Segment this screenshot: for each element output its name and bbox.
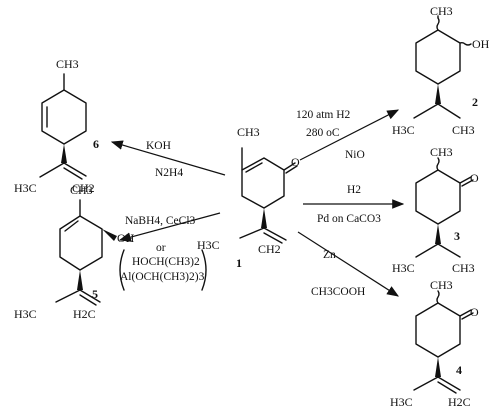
c2-ch3b-label: CH3	[452, 123, 475, 137]
compound-4-number: 4	[456, 363, 462, 377]
arrow-to-2	[299, 109, 400, 161]
c1-ch3-label: CH3	[237, 125, 260, 139]
c5-ch3-label: CH3	[70, 183, 93, 197]
c1-h3c-label: H3C	[197, 238, 220, 252]
compound-5-number: 5	[92, 287, 98, 301]
c3-o-label: O	[470, 171, 479, 185]
cond-or: or	[156, 242, 166, 254]
c3-ch3b-label: CH3	[452, 261, 475, 275]
c4-o-label: O	[470, 305, 479, 319]
compound-3-carvomenthone: CH3 O H3C CH3 3	[392, 145, 479, 275]
cond-hoch: HOCH(CH3)2	[132, 256, 200, 268]
cond-acoh: CH3COOH	[311, 286, 365, 298]
compound-1-carvone: CH3 O H3C CH2 1	[197, 125, 300, 270]
c2-ch3-label: CH3	[430, 4, 453, 18]
cond-nabh4: NaBH4, CeCl3	[125, 215, 196, 227]
compound-2-carvomenthol: CH3 OH H3C CH3 2	[392, 4, 490, 137]
c2-h3c-label: H3C	[392, 123, 415, 137]
left-paren	[119, 249, 125, 291]
c6-ch2-label: CH2	[72, 181, 95, 195]
c1-o-label: O	[291, 155, 300, 169]
compound-2-number: 2	[472, 95, 478, 109]
c4-ch3-label: CH3	[430, 278, 453, 292]
c4-h3c-label: H3C	[390, 395, 413, 409]
arrow-to-4	[297, 231, 400, 297]
compound-5-carveol: CH3 OH H3C H2C 5	[14, 183, 135, 321]
arrow-to-6	[110, 140, 226, 176]
c6-ch3-label: CH3	[56, 57, 79, 71]
right-paren	[201, 249, 207, 291]
arrow-to-5	[118, 212, 221, 242]
compound-4-dihydrocarvone: CH3 O H3C H2C 4	[390, 278, 479, 409]
cond-aloch: Al(OCH(CH3)2)3	[120, 271, 205, 283]
c4-h2c-label: H2C	[448, 395, 471, 409]
c3-h3c-label: H3C	[392, 261, 415, 275]
cond-280c: 280 oC	[306, 127, 340, 139]
cond-120atm: 120 atm H2	[296, 109, 351, 121]
c3-ch3-label: CH3	[430, 145, 453, 159]
cond-zn: Zn	[323, 249, 336, 261]
cond-nio: NiO	[345, 149, 365, 161]
compound-1-number: 1	[236, 256, 242, 270]
compound-6-limonene: CH3 H3C CH2 6	[14, 57, 99, 195]
cond-n2h4: N2H4	[155, 167, 183, 179]
c5-h3c-label: H3C	[14, 307, 37, 321]
cond-h2: H2	[347, 184, 361, 196]
c5-h2c-label: H2C	[73, 307, 96, 321]
c6-h3c-label: H3C	[14, 181, 37, 195]
c2-oh-label: OH	[472, 37, 490, 51]
cond-pd: Pd on CaCO3	[317, 213, 381, 225]
cond-koh: KOH	[146, 140, 171, 152]
compound-6-number: 6	[93, 137, 99, 151]
c1-ch2-label: CH2	[258, 242, 281, 256]
compound-3-number: 3	[454, 229, 460, 243]
